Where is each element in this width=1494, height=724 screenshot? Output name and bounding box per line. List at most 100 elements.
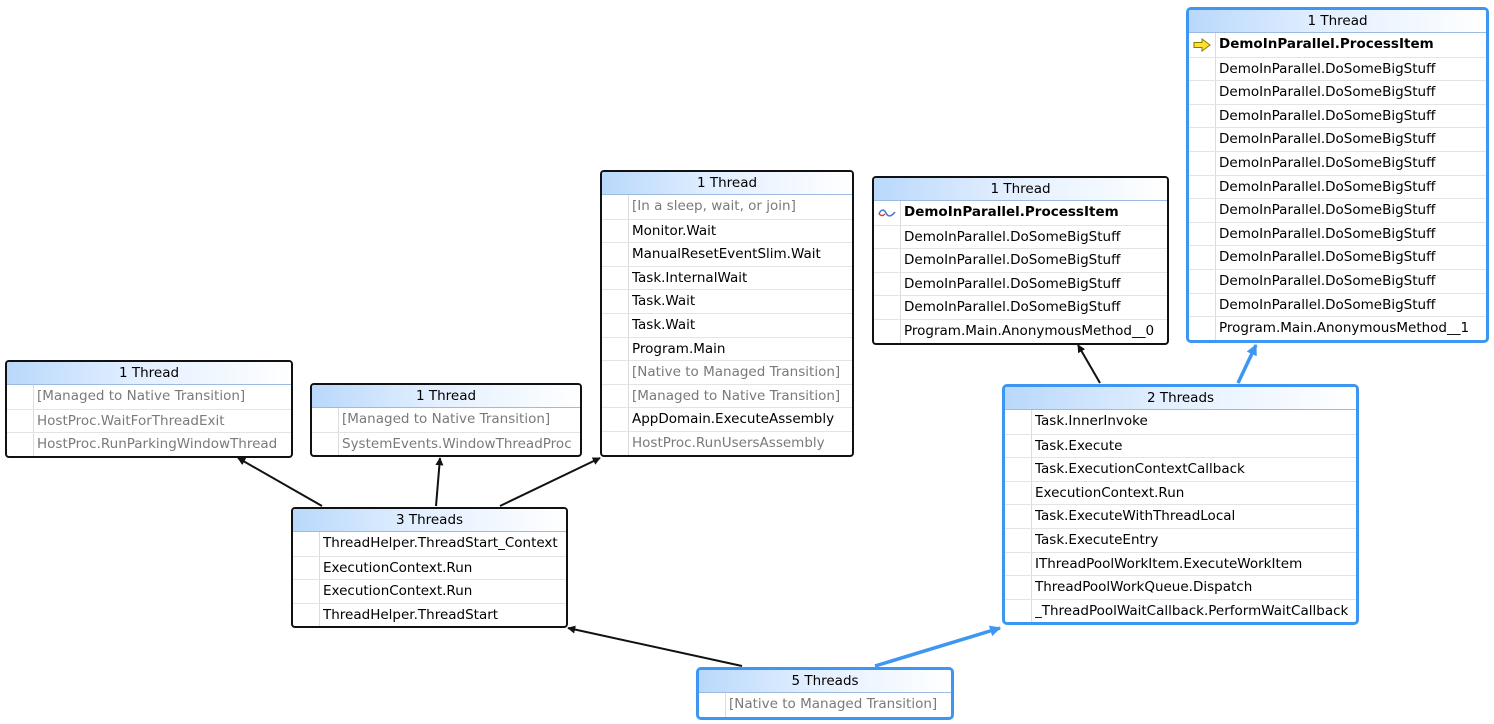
frame-gutter	[602, 408, 629, 431]
frame-gutter	[1005, 434, 1032, 458]
frame-label: ThreadHelper.ThreadStart	[323, 606, 499, 623]
stack-frame-row[interactable]: ExecutionContext.Run	[293, 579, 566, 603]
stack-frame-row[interactable]: [Native to Managed Transition]	[602, 360, 852, 384]
stack-frame-row[interactable]: Task.Wait	[602, 289, 852, 313]
stack-frame-row[interactable]: DemoInParallel.DoSomeBigStuff	[1189, 268, 1486, 293]
frame-gutter	[1189, 246, 1216, 269]
frame-gutter	[7, 433, 34, 456]
stack-frame-row[interactable]: [Managed to Native Transition]	[602, 383, 852, 408]
frame-gutter	[602, 266, 629, 290]
frame-label: DemoInParallel.DoSomeBigStuff	[1219, 84, 1436, 101]
stack-frame-row[interactable]: DemoInParallel.DoSomeBigStuff	[874, 271, 1167, 296]
stack-frame-row[interactable]: Task.InnerInvoke	[1005, 410, 1356, 434]
stack-frame-row[interactable]: Task.Execute	[1005, 433, 1356, 458]
frame-label: AppDomain.ExecuteAssembly	[632, 411, 835, 428]
stack-frame-row[interactable]: HostProc.WaitForThreadExit	[7, 408, 291, 433]
frame-gutter	[1005, 528, 1032, 552]
stack-frame-row[interactable]: [Native to Managed Transition]	[699, 693, 951, 717]
thread-count-header: 1 Thread	[874, 178, 1167, 201]
frame-gutter	[1005, 458, 1032, 481]
stack-frame-row[interactable]: DemoInParallel.DoSomeBigStuff	[1189, 103, 1486, 128]
frame-label: Program.Main.AnonymousMethod__1	[1219, 320, 1470, 337]
stack-frame-row[interactable]: Task.ExecuteEntry	[1005, 527, 1356, 552]
edge-3threads-to-hostproc	[237, 457, 323, 507]
stack-frame-row[interactable]: DemoInParallel.DoSomeBigStuff	[1189, 150, 1486, 175]
stack-frame-row[interactable]: [Managed to Native Transition]	[7, 385, 291, 409]
stack-frame-row[interactable]: Program.Main.AnonymousMethod__1	[1189, 316, 1486, 340]
thread-count-header: 2 Threads	[1005, 387, 1356, 410]
stack-frame-row[interactable]: Task.ExecuteWithThreadLocal	[1005, 504, 1356, 528]
frame-gutter	[1189, 128, 1216, 151]
stack-frame-row[interactable]: ThreadHelper.ThreadStart_Context	[293, 532, 566, 556]
frame-label: [Managed to Native Transition]	[632, 387, 841, 404]
frame-gutter	[699, 693, 726, 717]
frame-label: Program.Main.AnonymousMethod__0	[904, 322, 1155, 339]
stack-frame-row[interactable]: DemoInParallel.ProcessItem	[1189, 33, 1486, 57]
thread-count-header: 1 Thread	[7, 362, 291, 385]
stack-frame-row[interactable]: AppDomain.ExecuteAssembly	[602, 407, 852, 431]
stack-frame-row[interactable]: ThreadHelper.ThreadStart	[293, 602, 566, 627]
frame-label: [Native to Managed Transition]	[632, 364, 841, 381]
frame-gutter	[1189, 57, 1216, 81]
frame-label: HostProc.RunUsersAssembly	[632, 434, 825, 451]
frame-label: Task.InnerInvoke	[1035, 413, 1148, 429]
frame-gutter	[602, 361, 629, 384]
frame-label: DemoInParallel.DoSomeBigStuff	[1219, 202, 1436, 219]
stack-frame-row[interactable]: IThreadPoolWorkItem.ExecuteWorkItem	[1005, 551, 1356, 576]
stack-frame-row[interactable]: DemoInParallel.ProcessItem	[874, 201, 1167, 225]
frame-gutter	[874, 272, 901, 296]
frame-gutter	[1189, 151, 1216, 175]
frame-label: SystemEvents.WindowThreadProc	[342, 435, 572, 452]
stack-frame-row[interactable]: DemoInParallel.DoSomeBigStuff	[1189, 245, 1486, 269]
frame-gutter	[1005, 505, 1032, 528]
stack-frame-row[interactable]: DemoInParallel.DoSomeBigStuff	[874, 295, 1167, 319]
edge-3threads-to-systemevents	[435, 457, 444, 507]
stack-frame-row[interactable]: ThreadPoolWorkQueue.Dispatch	[1005, 575, 1356, 599]
stack-frame-row[interactable]: Program.Main	[602, 336, 852, 361]
stack-frame-row[interactable]: SystemEvents.WindowThreadProc	[312, 431, 580, 456]
stack-frame-row[interactable]: DemoInParallel.DoSomeBigStuff	[874, 224, 1167, 249]
stack-frame-row[interactable]: DemoInParallel.DoSomeBigStuff	[1189, 221, 1486, 246]
frame-label: DemoInParallel.DoSomeBigStuff	[904, 299, 1121, 316]
frame-label: [Native to Managed Transition]	[729, 696, 938, 712]
stack-frame-row[interactable]: HostProc.RunParkingWindowThread	[7, 432, 291, 456]
stack-frame-row[interactable]: DemoInParallel.DoSomeBigStuff	[1189, 56, 1486, 81]
stack-frame-row[interactable]: ExecutionContext.Run	[1005, 480, 1356, 505]
frame-gutter	[602, 243, 629, 266]
stack-frame-row[interactable]: DemoInParallel.DoSomeBigStuff	[1189, 292, 1486, 317]
stack-frame-row[interactable]: DemoInParallel.DoSomeBigStuff	[874, 248, 1167, 272]
stack-frame-row[interactable]: DemoInParallel.DoSomeBigStuff	[1189, 80, 1486, 104]
stack-frame-row[interactable]: DemoInParallel.DoSomeBigStuff	[1189, 198, 1486, 222]
frame-label: Task.Wait	[632, 316, 696, 333]
stack-frame-row[interactable]: Program.Main.AnonymousMethod__0	[874, 318, 1167, 343]
stack-frame-row[interactable]: Task.InternalWait	[602, 265, 852, 290]
stack-node-5-threads[interactable]: 5 Threads[Native to Managed Transition]	[696, 667, 954, 720]
stack-frame-row[interactable]: [In a sleep, wait, or join]	[602, 195, 852, 219]
stack-frame-row[interactable]: Task.ExecutionContextCallback	[1005, 457, 1356, 481]
frame-label: Task.ExecuteEntry	[1035, 531, 1159, 548]
stack-node-hostproc-parking[interactable]: 1 Thread[Managed to Native Transition]Ho…	[5, 360, 293, 458]
stack-frame-row[interactable]: HostProc.RunUsersAssembly	[602, 430, 852, 455]
frame-label: HostProc.RunParkingWindowThread	[37, 436, 278, 453]
thread-count-header: 3 Threads	[293, 509, 566, 532]
stack-frame-row[interactable]: [Managed to Native Transition]	[312, 408, 580, 432]
frame-label: [Managed to Native Transition]	[342, 411, 551, 427]
frame-gutter	[1189, 269, 1216, 293]
frame-gutter	[1189, 175, 1216, 199]
stack-frame-row[interactable]: Monitor.Wait	[602, 218, 852, 243]
stack-frame-row[interactable]: DemoInParallel.DoSomeBigStuff	[1189, 174, 1486, 199]
stack-frame-row[interactable]: _ThreadPoolWaitCallback.PerformWaitCallb…	[1005, 598, 1356, 623]
stack-node-main-thread[interactable]: 1 Thread[In a sleep, wait, or join]Monit…	[600, 170, 854, 457]
stack-node-systemevents[interactable]: 1 Thread[Managed to Native Transition]Sy…	[310, 383, 582, 458]
thread-count-header: 1 Thread	[1189, 10, 1486, 33]
stack-frame-row[interactable]: ManualResetEventSlim.Wait	[602, 242, 852, 266]
stack-frame-row[interactable]: DemoInParallel.DoSomeBigStuff	[1189, 127, 1486, 151]
frame-gutter	[7, 409, 34, 433]
stack-frame-row[interactable]: Task.Wait	[602, 312, 852, 337]
stack-frame-row[interactable]: ExecutionContext.Run	[293, 555, 566, 580]
